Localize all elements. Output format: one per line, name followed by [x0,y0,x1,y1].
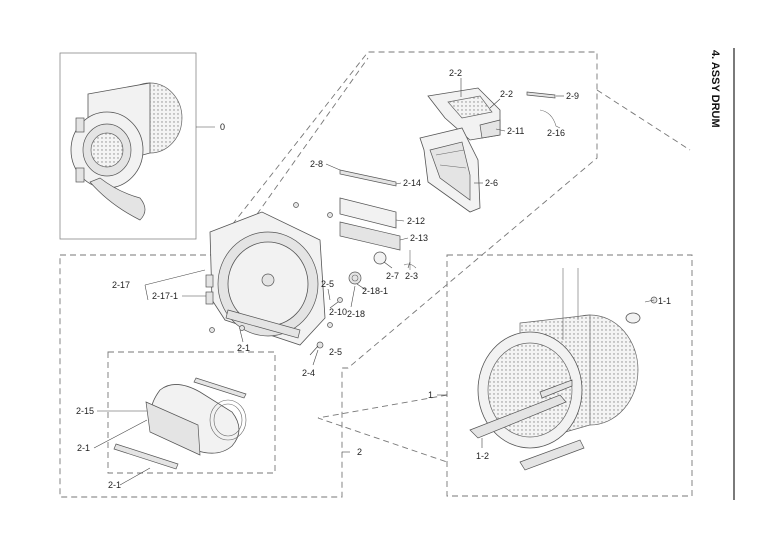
label-1: 1 [428,390,433,400]
part-2-9-wire [526,91,556,99]
part-1-drum [469,314,639,471]
drum-studs [562,268,579,340]
label-2-8: 2-8 [310,159,323,169]
label-2-1-strip: 2-1 [108,480,121,490]
guide-line-lower [596,89,691,151]
label-2-18-1: 2-18-1 [362,286,388,296]
part-1-1-bracket [625,296,658,324]
label-2-17: 2-17 [112,280,130,290]
part-2-17-bulkhead [205,211,326,346]
label-2: 2 [357,447,362,457]
label-2-5-upper: 2-5 [321,279,334,289]
label-2-3: 2-3 [405,271,418,281]
label-2-9: 2-9 [566,91,579,101]
label-2-18: 2-18 [347,309,365,319]
part-2-14-bar [339,169,397,187]
label-2-17-1: 2-17-1 [152,291,178,301]
fasteners [209,202,343,349]
leader-lines [93,78,655,486]
part-2-13 [339,221,401,251]
label-2-11: 2-11 [507,126,524,136]
label-2-2-mid: 2-2 [500,89,513,99]
part-2-6-filter-housing [419,127,481,213]
part-2-3 [403,250,417,270]
part-0-assembled-drum [70,82,183,221]
label-2-7: 2-7 [386,271,399,281]
label-2-6: 2-6 [485,178,498,188]
box-assy-1 [446,254,693,497]
part-2-18 [348,271,362,285]
part-2-12 [339,197,397,229]
label-2-1-frame: 2-1 [77,443,90,453]
label-2-16: 2-16 [547,128,565,138]
part-2-2-duct [427,87,501,141]
label-2-5-lower: 2-5 [329,347,342,357]
box-assy-1-extension [317,394,448,463]
part-2-15-frame [113,377,247,470]
part-2-7 [373,251,387,265]
page-title: 4. ASSY DRUM [709,50,721,128]
label-2-10: 2-10 [329,307,347,317]
label-2-13: 2-13 [410,233,428,243]
label-1-1: 1-1 [658,296,671,306]
label-0: 0 [220,122,225,132]
label-2-1-bulkhead: 2-1 [237,343,250,353]
label-2-4: 2-4 [302,368,315,378]
part-2-16-wire [539,109,561,129]
box-assembled-drum [59,52,197,240]
box-2-15 [107,351,276,474]
label-2-15: 2-15 [76,406,94,416]
label-2-2-top: 2-2 [449,68,462,78]
label-2-12: 2-12 [407,216,425,226]
label-2-14: 2-14 [403,178,421,188]
label-1-2: 1-2 [476,451,489,461]
